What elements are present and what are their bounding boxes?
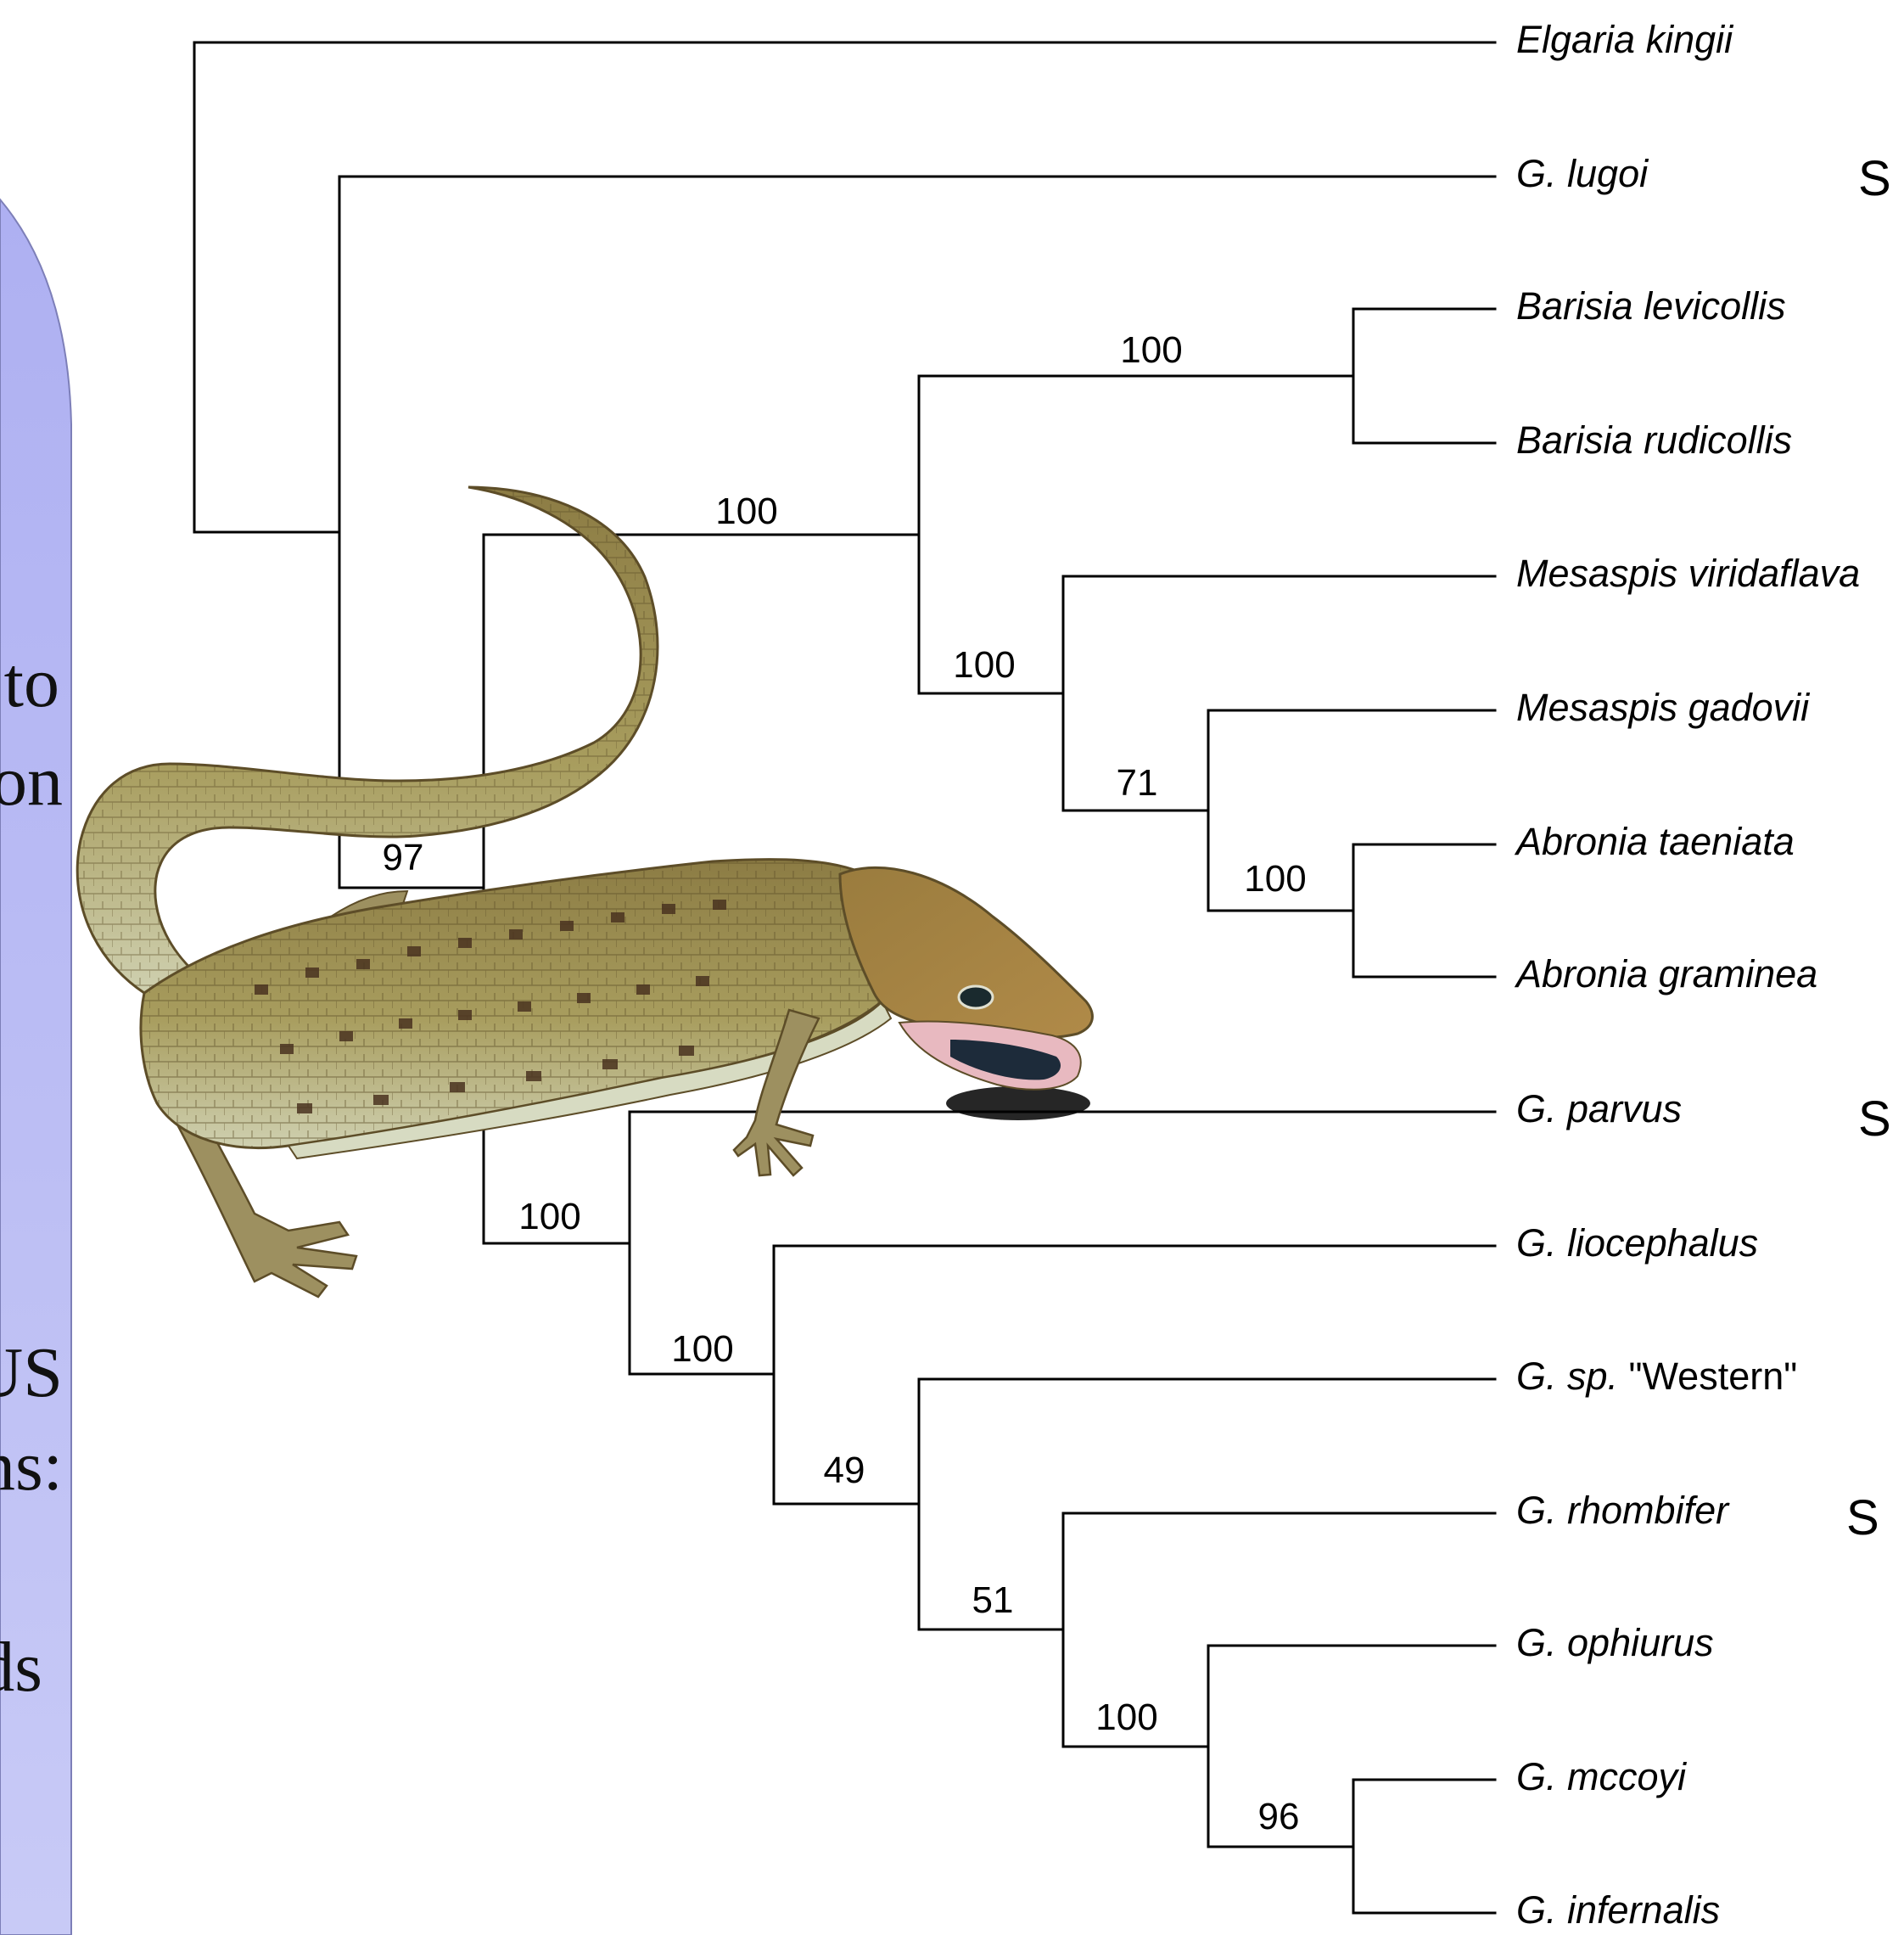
support-value: 96: [1258, 1796, 1300, 1837]
support-value: 100: [953, 644, 1015, 686]
support-value: 71: [1117, 762, 1158, 804]
taxon-label: G. rhombifer: [1516, 1489, 1730, 1532]
taxon-label: G. lugoi: [1516, 152, 1649, 195]
taxon-label: Abronia graminea: [1514, 952, 1817, 996]
taxon-label: G. mccoyi: [1516, 1755, 1688, 1798]
support-value: 100: [715, 491, 777, 532]
support-value: 100: [1095, 1697, 1157, 1738]
taxon-label: G. liocephalus: [1516, 1221, 1758, 1265]
support-value: 97: [383, 837, 424, 878]
branch-root: [194, 42, 1495, 532]
taxon-label: Abronia taeniata: [1514, 820, 1795, 863]
side-fragment-2: on: [0, 742, 63, 821]
side-fragment-4: ns:: [0, 1427, 63, 1506]
taxon-label: Barisia levicollis: [1516, 284, 1786, 328]
support-value: 100: [518, 1196, 580, 1237]
side-fragment-5: ds: [0, 1628, 42, 1707]
taxon-label: G. infernalis: [1516, 1888, 1720, 1932]
support-value: 49: [824, 1450, 865, 1491]
taxon-label: G. parvus: [1516, 1087, 1682, 1130]
trait-mark: S: [1858, 1091, 1891, 1147]
lizard-shadow: [946, 1086, 1090, 1120]
side-fragment-3: US: [0, 1333, 63, 1412]
taxon-label: Barisia rudicollis: [1516, 418, 1792, 462]
trait-mark: S: [1846, 1490, 1879, 1545]
support-value: 100: [1244, 858, 1306, 900]
lizard-photo: [77, 487, 1092, 1297]
side-fragment-1: to: [4, 643, 59, 722]
support-value: 100: [671, 1328, 733, 1370]
trait-mark: S: [1858, 151, 1891, 206]
support-value: 51: [972, 1579, 1014, 1621]
side-panel: to on US ns: ds: [0, 199, 71, 1935]
taxon-label: Mesaspis viridaflava: [1516, 552, 1860, 595]
taxon-label: Elgaria kingii: [1516, 18, 1734, 61]
taxon-label: Mesaspis gadovii: [1516, 686, 1811, 729]
lizard-eye: [959, 986, 993, 1008]
support-value: 100: [1120, 329, 1182, 371]
taxon-label: G. sp. "Western": [1516, 1354, 1797, 1398]
taxon-label: G. ophiurus: [1516, 1621, 1714, 1664]
